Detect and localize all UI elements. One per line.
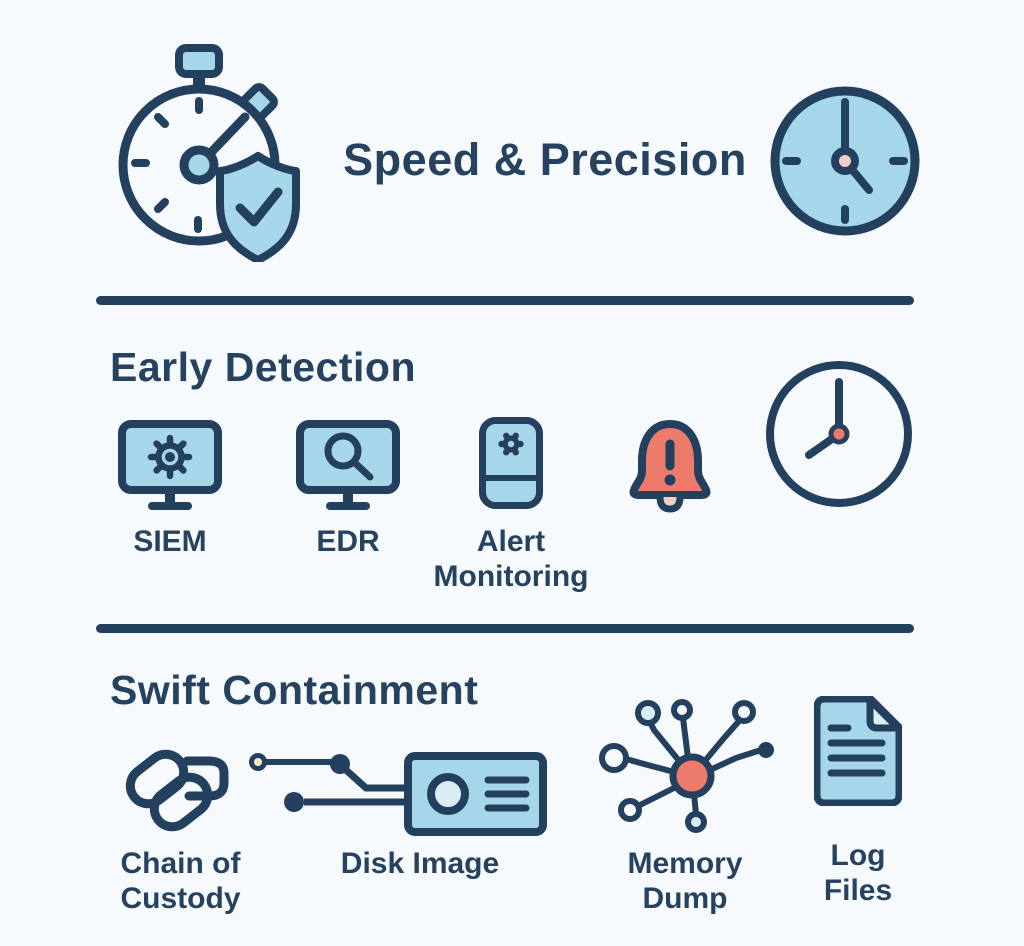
disk-image-circuit-icon — [249, 752, 547, 836]
memory-dump-network-icon — [599, 699, 774, 833]
alert-bell-icon — [629, 420, 711, 513]
shield-check-icon — [216, 152, 300, 262]
clock-filled-icon — [770, 86, 920, 236]
clock-outline-icon — [766, 361, 912, 507]
stopwatch-shield-icon — [118, 44, 300, 262]
section-title-swift-containment: Swift Containment — [110, 667, 479, 713]
label-memory-dump: Memory Dump — [627, 847, 743, 916]
section-title-early-detection: Early Detection — [110, 344, 416, 390]
label-log-files: Log Files — [823, 839, 893, 908]
magnifier-icon — [324, 432, 374, 481]
log-files-document-icon — [814, 696, 902, 806]
label-siem: SIEM — [133, 525, 207, 558]
label-chain-of-custody: Chain of Custody — [120, 847, 241, 916]
siem-monitor-gear-icon — [118, 420, 222, 510]
gear-icon — [147, 434, 193, 480]
label-alert-monitoring: Alert Monitoring — [433, 525, 589, 594]
section-divider-1 — [96, 296, 914, 305]
section-divider-2 — [96, 624, 914, 633]
chain-links-icon — [125, 749, 229, 832]
edr-monitor-search-icon — [296, 420, 400, 510]
section-title-speed-precision: Speed & Precision — [343, 134, 747, 185]
label-disk-image: Disk Image — [340, 847, 500, 880]
label-edr: EDR — [316, 525, 380, 558]
small-gear-icon — [498, 432, 524, 456]
alert-device-icon — [479, 417, 543, 509]
